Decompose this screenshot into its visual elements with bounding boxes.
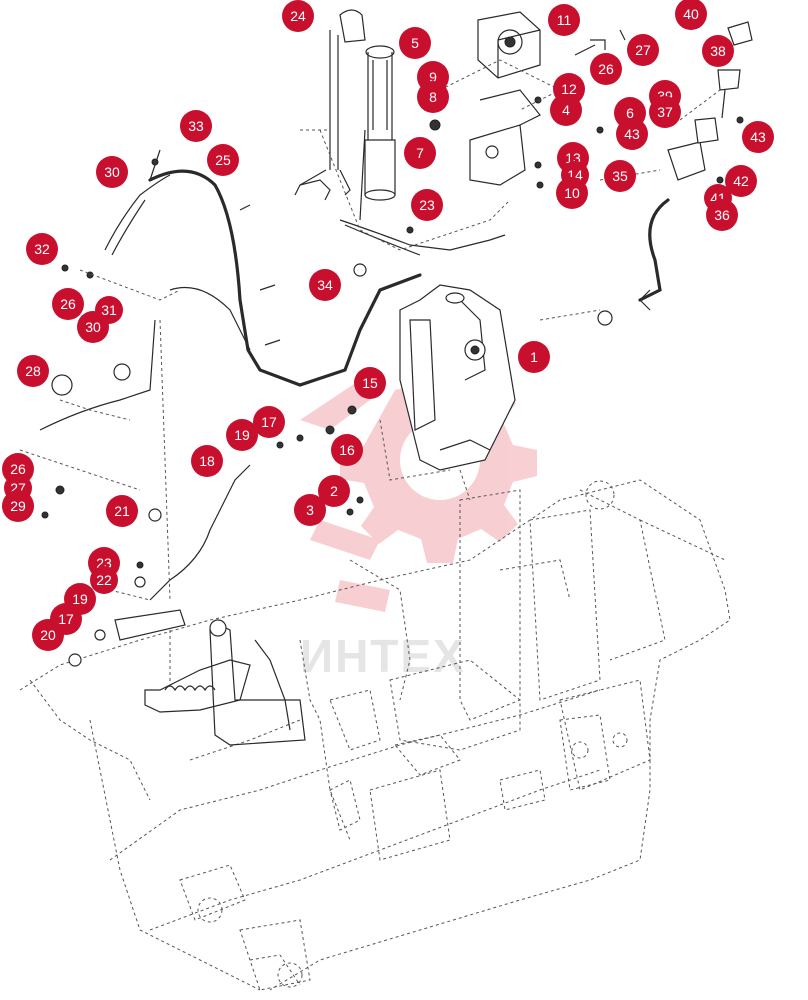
svg-text:30: 30 bbox=[85, 319, 101, 335]
callout-18: 18 bbox=[191, 445, 223, 477]
callout-32: 32 bbox=[26, 233, 58, 265]
svg-text:1: 1 bbox=[530, 349, 538, 365]
callout-15: 15 bbox=[354, 367, 386, 399]
svg-text:6: 6 bbox=[626, 105, 634, 121]
svg-text:11: 11 bbox=[557, 12, 572, 28]
callout-35: 35 bbox=[604, 160, 636, 192]
svg-text:43: 43 bbox=[624, 126, 640, 142]
dipstick-gauge bbox=[294, 9, 366, 196]
callout-10: 10 bbox=[556, 177, 588, 209]
svg-text:37: 37 bbox=[657, 104, 673, 120]
svg-text:19: 19 bbox=[72, 591, 88, 607]
svg-text:31: 31 bbox=[101, 302, 117, 318]
callout-36: 36 bbox=[706, 199, 738, 231]
svg-text:17: 17 bbox=[58, 611, 74, 627]
hardware bbox=[41, 29, 744, 667]
watermark-text: ИНТЕХ bbox=[300, 630, 466, 682]
svg-text:23: 23 bbox=[419, 197, 435, 213]
callout-1: 1 bbox=[518, 341, 550, 373]
svg-text:29: 29 bbox=[10, 498, 26, 514]
svg-text:28: 28 bbox=[25, 363, 41, 379]
callout-42: 42 bbox=[725, 165, 757, 197]
svg-text:26: 26 bbox=[60, 296, 76, 312]
callout-23: 23 bbox=[411, 189, 443, 221]
svg-text:8: 8 bbox=[429, 89, 437, 105]
callouts: 24 5 11 27 40 9 8 26 38 12 4 6 39 37 43 … bbox=[2, 0, 774, 651]
svg-text:17: 17 bbox=[261, 414, 277, 430]
svg-text:20: 20 bbox=[40, 627, 56, 643]
svg-text:18: 18 bbox=[199, 453, 215, 469]
filter-housing bbox=[477, 11, 541, 79]
callout-43: 43 bbox=[616, 118, 648, 150]
svg-text:35: 35 bbox=[612, 168, 628, 184]
callout-20: 20 bbox=[32, 619, 64, 651]
callout-5: 5 bbox=[399, 27, 431, 59]
callout-24: 24 bbox=[282, 0, 314, 32]
svg-text:36: 36 bbox=[714, 207, 730, 223]
callout-26: 26 bbox=[52, 288, 84, 320]
callout-21: 21 bbox=[106, 495, 138, 527]
svg-text:19: 19 bbox=[234, 427, 250, 443]
svg-text:26: 26 bbox=[598, 61, 614, 77]
callout-27: 27 bbox=[627, 34, 659, 66]
assembly-guide-lines bbox=[19, 59, 721, 690]
fuel-tank bbox=[399, 284, 516, 471]
svg-text:34: 34 bbox=[317, 277, 333, 293]
callout-4: 4 bbox=[550, 94, 582, 126]
callout-28: 28 bbox=[17, 355, 49, 387]
callout-25: 25 bbox=[207, 144, 239, 176]
svg-text:42: 42 bbox=[733, 173, 749, 189]
callout-33: 33 bbox=[180, 110, 212, 142]
callout-19: 19 bbox=[226, 419, 258, 451]
filler-neck-assembly bbox=[144, 619, 306, 746]
callout-22: 22 bbox=[90, 566, 118, 594]
svg-text:4: 4 bbox=[562, 102, 570, 118]
fuel-lines bbox=[39, 129, 506, 641]
machine-chassis bbox=[19, 479, 731, 991]
callout-3: 3 bbox=[294, 494, 326, 526]
svg-text:2: 2 bbox=[330, 483, 338, 499]
svg-text:26: 26 bbox=[10, 461, 26, 477]
callout-30: 30 bbox=[77, 311, 109, 343]
svg-text:9: 9 bbox=[429, 69, 437, 85]
callout-37: 37 bbox=[649, 96, 681, 128]
callout-40: 40 bbox=[675, 0, 707, 30]
svg-text:38: 38 bbox=[710, 43, 726, 59]
callout-29: 29 bbox=[2, 490, 34, 522]
valve-assembly bbox=[638, 21, 753, 311]
callout-43: 43 bbox=[742, 121, 774, 153]
svg-text:16: 16 bbox=[339, 442, 355, 458]
svg-text:12: 12 bbox=[561, 81, 577, 97]
callout-8: 8 bbox=[417, 81, 449, 113]
svg-text:7: 7 bbox=[416, 145, 424, 161]
svg-text:10: 10 bbox=[564, 185, 580, 201]
callout-38: 38 bbox=[702, 35, 734, 67]
callout-11: 11 bbox=[548, 4, 580, 36]
callout-30: 30 bbox=[96, 156, 128, 188]
svg-text:21: 21 bbox=[114, 503, 130, 519]
svg-text:32: 32 bbox=[34, 241, 50, 257]
callout-34: 34 bbox=[309, 269, 341, 301]
svg-text:43: 43 bbox=[750, 129, 766, 145]
svg-text:33: 33 bbox=[188, 118, 204, 134]
svg-text:22: 22 bbox=[96, 572, 112, 588]
callout-26: 26 bbox=[590, 53, 622, 85]
callout-17: 17 bbox=[253, 406, 285, 438]
callout-16: 16 bbox=[331, 434, 363, 466]
svg-text:27: 27 bbox=[635, 42, 651, 58]
callout-7: 7 bbox=[404, 137, 436, 169]
svg-text:25: 25 bbox=[215, 152, 231, 168]
mounting-bracket bbox=[469, 89, 541, 186]
svg-text:5: 5 bbox=[411, 35, 419, 51]
svg-text:15: 15 bbox=[362, 375, 378, 391]
svg-text:24: 24 bbox=[290, 8, 306, 24]
svg-text:40: 40 bbox=[683, 6, 699, 22]
callout-2: 2 bbox=[318, 475, 350, 507]
fuel-sender bbox=[364, 45, 396, 201]
svg-text:3: 3 bbox=[306, 502, 314, 518]
svg-text:30: 30 bbox=[104, 164, 120, 180]
